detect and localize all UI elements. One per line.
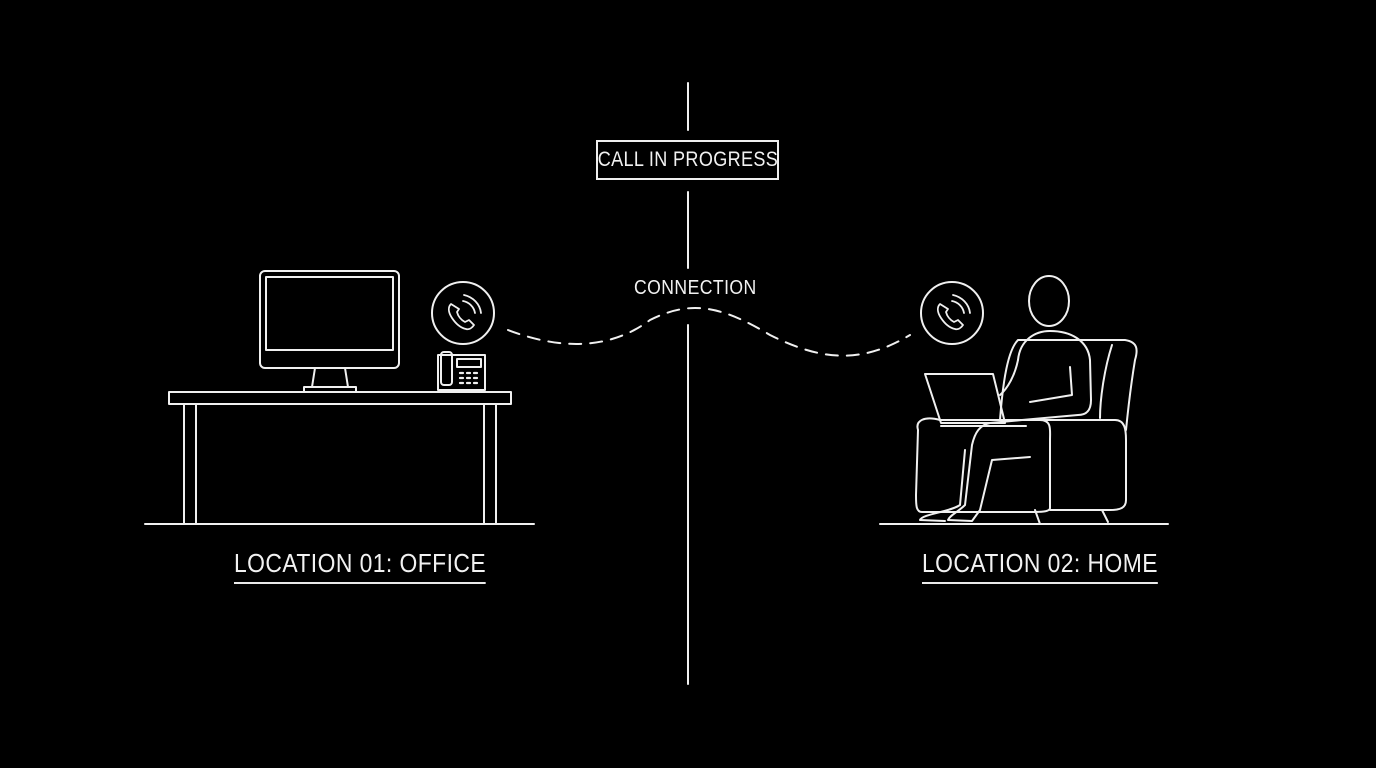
call-status-badge: CALL IN PROGRESS xyxy=(596,140,779,180)
home-phone-icon xyxy=(920,281,984,345)
location-office-label: LOCATION 01: OFFICE xyxy=(234,548,487,584)
office-phone-icon xyxy=(431,281,495,345)
home-scene xyxy=(879,275,1169,525)
connection-wave xyxy=(507,307,911,357)
armchair-icon xyxy=(915,339,1138,525)
desk-phone-icon xyxy=(437,351,486,391)
office-scene xyxy=(144,270,535,525)
monitor-icon xyxy=(259,270,400,393)
connection-label: CONNECTION xyxy=(634,277,757,299)
laptop-icon xyxy=(924,373,1027,427)
location-home-label: LOCATION 02: HOME xyxy=(922,548,1158,584)
call-status-label: CALL IN PROGRESS xyxy=(597,148,778,171)
desk-icon xyxy=(168,391,512,525)
